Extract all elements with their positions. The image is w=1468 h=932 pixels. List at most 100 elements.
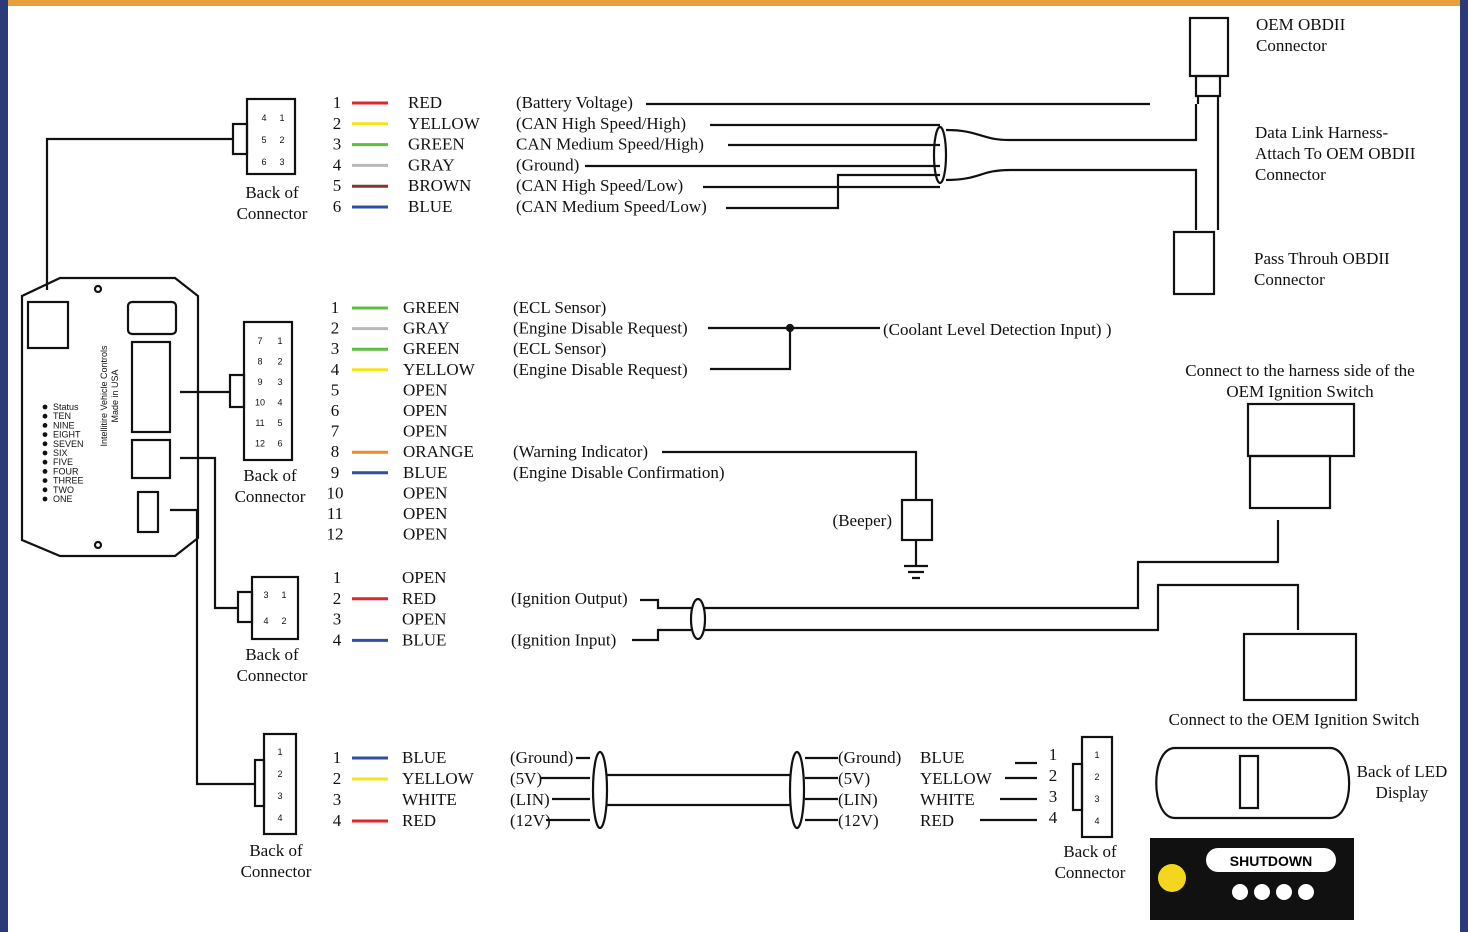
status-led-dot (42, 450, 48, 456)
back-of-label-2: Back of (245, 645, 299, 664)
ign-connector-cavity: 3 (263, 590, 268, 600)
led-pin-number: 4 (333, 811, 342, 830)
connect-harness-label-1: OEM Ignition Switch (1226, 382, 1374, 401)
led-left-cavity: 4 (277, 813, 282, 823)
module-label-1: Made in USA (110, 369, 120, 422)
status-led-dot (42, 404, 48, 410)
ign-pin-number: 3 (333, 610, 342, 629)
obd-pin-number: 4 (333, 155, 342, 174)
led-pin-number: 1 (333, 748, 342, 767)
status-led-dot (42, 478, 48, 483)
main-wire-color: ORANGE (403, 442, 474, 461)
main-wire-color: OPEN (403, 525, 447, 544)
main-connector-cavity: 1 (277, 336, 282, 346)
main-pin-number: 4 (331, 360, 340, 379)
ignition-trunk (704, 520, 1300, 632)
led-right-wires (805, 756, 838, 822)
led-pin-description: (12V) (510, 811, 551, 830)
back-led-label-1: Display (1376, 783, 1429, 802)
module-port-ign (130, 438, 172, 480)
ign-pin-number: 1 (333, 568, 342, 587)
obd-wire-color: BROWN (408, 176, 471, 195)
led-right-color: WHITE (920, 790, 975, 809)
ign-connector-cavity: 2 (281, 616, 286, 626)
data-link-label-2: Connector (1255, 165, 1326, 184)
main-wire-color: GRAY (403, 319, 450, 338)
ign-pin-number: 2 (333, 589, 342, 608)
warning-indicator-wire (662, 450, 918, 500)
led-right-description: (LIN) (838, 790, 878, 809)
back-of-label-4: Back of (1063, 842, 1117, 861)
led-right-pin-number: 2 (1049, 766, 1058, 785)
led-display-port (1238, 754, 1260, 810)
main-pin-number: 12 (327, 525, 344, 544)
main-connector-cavity: 5 (277, 418, 282, 428)
ign-wire-color: RED (402, 589, 436, 608)
main-connector-cavity: 2 (277, 357, 282, 367)
ign-connector-cavity: 4 (263, 616, 268, 626)
data-link-label-1: Attach To OEM OBDII (1255, 144, 1416, 163)
connector-label-0: Connector (237, 204, 308, 223)
connect-harness-label-0: Connect to the harness side of the (1185, 361, 1414, 380)
top-accent-bar (8, 0, 1460, 6)
led-left-clamp (591, 750, 609, 830)
obd-pin-number: 3 (333, 135, 342, 154)
module-port-obd (126, 300, 178, 336)
led-right-description: (12V) (838, 811, 879, 830)
main-pin-description: (Warning Indicator) (513, 442, 648, 461)
led-left-cavity: 3 (277, 791, 282, 801)
module-screw-top (93, 284, 103, 294)
connector-label-1: Connector (235, 487, 306, 506)
obd-wire-color: GRAY (408, 155, 455, 174)
module-port-led (136, 490, 160, 534)
main-connector-cavity: 9 (257, 377, 262, 387)
obd-pin-description: (CAN Medium Speed/Low) (516, 197, 707, 216)
ign-wire-color: BLUE (402, 630, 446, 649)
connector-label-2: Connector (237, 666, 308, 685)
top-connector-cavity: 5 (261, 135, 266, 145)
ign-connector-cavity: 1 (281, 590, 286, 600)
ground-symbol (904, 540, 928, 580)
back-of-label-1: Back of (243, 466, 297, 485)
main-wire-color: BLUE (403, 463, 447, 482)
obd-pin-description: (CAN High Speed/High) (516, 114, 686, 133)
main-pin-number: 6 (331, 401, 340, 420)
main-pin-number: 10 (327, 483, 344, 502)
ign-pin-description: (Ignition Output) (511, 589, 628, 608)
led-right-latch (1071, 762, 1084, 812)
top-connector-wire (45, 137, 233, 290)
status-list-item: ONE (53, 494, 73, 504)
module-port-main (130, 340, 172, 434)
status-list-item: SIX (53, 448, 68, 458)
obd-pin-description: CAN Medium Speed/High) (516, 135, 704, 154)
led-right-description: (5V) (838, 769, 870, 788)
ign-wire-color: OPEN (402, 568, 446, 587)
main-wire-color: GREEN (403, 339, 460, 358)
main-connector-cavity: 6 (277, 439, 282, 449)
main-pin-description: (ECL Sensor) (513, 339, 606, 358)
led-left-cavity: 1 (277, 747, 282, 757)
status-list-item: TEN (53, 411, 71, 421)
main-wire-color: OPEN (403, 401, 447, 420)
main-pin-number: 9 (331, 463, 340, 482)
status-led-dot (42, 469, 48, 474)
main-wire-color: OPEN (403, 504, 447, 523)
data-link-label-0: Data Link Harness- (1255, 123, 1388, 142)
led-right-cavity: 2 (1094, 772, 1099, 782)
obd-pin-number: 5 (333, 176, 342, 195)
led-left-wires (540, 756, 590, 822)
wire-junction (785, 323, 795, 333)
led-right-pin-number: 1 (1049, 745, 1058, 764)
main-connector-cavity: 3 (277, 377, 282, 387)
status-list-item: SEVEN (53, 439, 84, 449)
main-connector-cavity: 4 (277, 398, 282, 408)
ign-connector-wire (180, 456, 238, 610)
connect-oem-label: Connect to the OEM Ignition Switch (1169, 710, 1420, 729)
status-led-dot (42, 487, 48, 493)
top-connector-cavity: 1 (279, 113, 284, 123)
module-screw-bottom (93, 540, 103, 550)
ignition-clamp (689, 597, 707, 641)
back-led-label-0: Back of LED (1357, 762, 1448, 781)
